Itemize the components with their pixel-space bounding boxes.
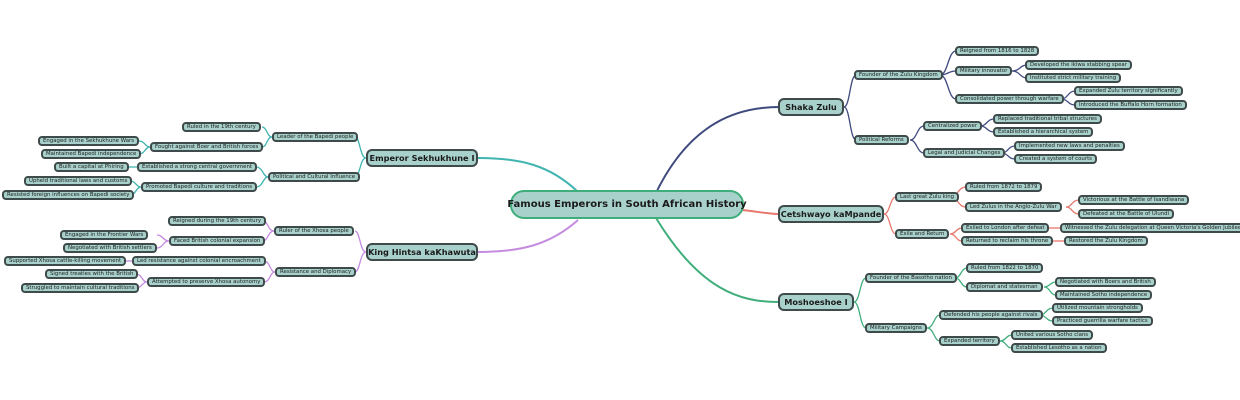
connector-line <box>926 327 941 342</box>
leaf-golden-jubilee[interactable]: Witnessed the Zulu delegation at Queen V… <box>1060 223 1240 233</box>
leaf-replaced-tribal[interactable]: Replaced traditional tribal structures <box>993 114 1102 124</box>
node-diplomat-statesman[interactable]: Diplomat and statesman <box>966 282 1043 292</box>
leaf-isandlwana[interactable]: Victorious at the Battle of Isandlwana <box>1078 195 1190 205</box>
node-political-cultural[interactable]: Political and Cultural Influence <box>268 172 361 182</box>
leaf-military-training[interactable]: Instituted strict military training <box>1025 73 1122 83</box>
leaf-frontier-wars[interactable]: Engaged in the Frontier Wars <box>60 230 149 240</box>
connector-line <box>949 233 963 242</box>
connector-line <box>263 271 276 283</box>
leaf-ruled-1872-1879[interactable]: Ruled from 1872 to 1879 <box>965 182 1043 192</box>
connector-line <box>156 240 170 249</box>
leaf-bapedi-independence[interactable]: Maintained Bapedi independence <box>41 149 142 159</box>
branch-sekhukhune[interactable]: Emperor Sekhukhune I <box>366 149 478 167</box>
node-colonial-encroachment[interactable]: Led resistance against colonial encroach… <box>132 256 266 266</box>
node-political-reforms[interactable]: Political Reforms <box>854 135 909 145</box>
node-legal-judicial[interactable]: Legal and Judicial Changes <box>923 148 1006 158</box>
leaf-courts[interactable]: Created a system of courts <box>1014 154 1097 164</box>
connector-line <box>883 196 897 215</box>
node-resistance-diplomacy[interactable]: Resistance and Diplomacy <box>275 267 357 277</box>
connector-line <box>255 166 269 178</box>
branch-hintsa[interactable]: King Hintsa kaKhawuta <box>366 243 478 261</box>
edge-root-sekhukhune <box>477 157 579 193</box>
leaf-cultural-traditions[interactable]: Struggled to maintain cultural tradition… <box>21 283 140 293</box>
leaf-restored-kingdom[interactable]: Restored the Zulu Kingdom <box>1064 236 1148 246</box>
leaf-sotho-independence[interactable]: Maintained Sotho independence <box>1055 290 1153 300</box>
branch-moshoeshoe[interactable]: Moshoeshoe I <box>778 293 854 311</box>
leaf-cattle-killing[interactable]: Supported Xhosa cattle-killing movement <box>4 256 127 266</box>
connector-line <box>883 213 897 235</box>
connector-line <box>1065 206 1080 215</box>
connector-line <box>255 176 269 188</box>
node-anglo-zulu-war[interactable]: Led Zulus in the Anglo-Zulu War <box>965 202 1062 212</box>
node-exiled-london[interactable]: Exiled to London after defeat <box>961 223 1050 233</box>
connector-line <box>843 74 857 108</box>
edge-root-hintsa <box>477 219 579 253</box>
node-expanded-territory[interactable]: Expanded territory <box>939 336 1000 346</box>
root-topic[interactable]: Famous Emperors in South African History <box>507 190 747 219</box>
connector-line <box>853 277 867 303</box>
branch-cetshwayo[interactable]: Cetshwayo kaMpande <box>778 205 884 223</box>
node-centralized-power[interactable]: Centralized power <box>923 121 983 131</box>
node-military-campaigns[interactable]: Military Campaigns <box>865 323 927 333</box>
node-xhosa-ruler[interactable]: Ruler of the Xhosa people <box>274 226 354 236</box>
edge-root-cetshwayo <box>741 209 779 215</box>
edge-root-shaka <box>653 106 781 198</box>
leaf-ulundi[interactable]: Defeated at the Battle of Ulundi <box>1078 209 1175 219</box>
leaf-sotho-clans[interactable]: United various Sotho clans <box>1011 330 1094 340</box>
leaf-reigned-1816-1828[interactable]: Reigned from 1816 to 1828 <box>955 46 1040 56</box>
node-colonial-expansion[interactable]: Faced British colonial expansion <box>169 236 266 246</box>
node-last-zulu-king[interactable]: Last great Zulu king <box>895 192 960 202</box>
leaf-negotiated-boers[interactable]: Negotiated with Boers and British <box>1055 277 1156 287</box>
leaf-19th-century-rule[interactable]: Ruled in the 19th century <box>182 122 261 132</box>
node-consolidated-power[interactable]: Consolidated power through warfare <box>955 94 1064 104</box>
node-military-innovator[interactable]: Military innovator <box>955 66 1013 76</box>
leaf-foreign-influences[interactable]: Resisted foreign influences on Bapedi so… <box>2 190 135 200</box>
connector-line <box>909 125 925 141</box>
branch-shaka-zulu[interactable]: Shaka Zulu <box>778 98 844 116</box>
connector-line <box>926 314 941 329</box>
connector-line <box>853 301 867 329</box>
connector-line <box>939 74 957 100</box>
connector-line <box>261 136 273 148</box>
leaf-guerrilla-tactics[interactable]: Practiced guerrilla warfare tactics <box>1052 316 1153 326</box>
connector-line <box>354 230 367 253</box>
connector-line <box>261 126 273 138</box>
node-exile-return[interactable]: Exile and Return <box>895 229 950 239</box>
leaf-new-laws[interactable]: Implemented new laws and penalties <box>1014 141 1125 151</box>
node-founder-zulu-kingdom[interactable]: Founder of the Zulu Kingdom <box>854 70 943 80</box>
node-defended-people[interactable]: Defended his people against rivals <box>939 310 1043 320</box>
connector-line <box>909 139 925 154</box>
leaf-sekhukhune-wars[interactable]: Engaged in the Sekhukhune Wars <box>38 136 140 146</box>
leaf-capital-phiring[interactable]: Built a capital at Phiring <box>54 162 129 172</box>
leaf-reigned-19th-century[interactable]: Reigned during the 19th century <box>168 216 267 226</box>
connector-line <box>979 118 995 127</box>
node-central-government[interactable]: Established a strong central government <box>137 162 258 172</box>
node-bapedi-leader[interactable]: Leader of the Bapedi people <box>272 132 359 142</box>
connector-line <box>1043 286 1057 296</box>
connector-line <box>843 106 857 141</box>
connector-line <box>979 125 995 133</box>
leaf-mountain-strongholds[interactable]: Utilized mountain strongholds <box>1052 303 1143 313</box>
node-fought-boer-british[interactable]: Fought against Boer and British forces <box>150 142 264 152</box>
connector-line <box>138 140 151 148</box>
edge-root-moshoeshoe <box>655 217 779 303</box>
leaf-buffalo-horn[interactable]: Introduced the Buffalo Horn formation <box>1074 100 1187 110</box>
node-bapedi-culture[interactable]: Promoted Bapedi culture and traditions <box>141 182 258 192</box>
leaf-iklwa-spear[interactable]: Developed the iklwa stabbing spear <box>1025 60 1132 70</box>
leaf-ruled-1822-1870[interactable]: Ruled from 1822 to 1870 <box>966 263 1044 273</box>
connector-line <box>999 340 1013 349</box>
node-xhosa-autonomy[interactable]: Attempted to preserve Xhosa autonomy <box>147 277 266 287</box>
connector-line <box>156 234 170 242</box>
leaf-signed-treaties[interactable]: Signed treaties with the British <box>45 269 139 279</box>
leaf-lesotho-nation[interactable]: Established Lesotho as a nation <box>1011 343 1107 353</box>
node-founder-basotho[interactable]: Founder of the Basotho nation <box>865 273 957 283</box>
leaf-british-settlers[interactable]: Negotiated with British settlers <box>63 243 157 253</box>
connector-line <box>354 251 367 273</box>
node-returned-throne[interactable]: Returned to reclaim his throne <box>961 236 1054 246</box>
leaf-laws-customs[interactable]: Upheld traditional laws and customs <box>24 176 133 186</box>
leaf-expanded-territory[interactable]: Expanded Zulu territory significantly <box>1074 86 1183 96</box>
leaf-hierarchical-system[interactable]: Established a hierarchical system <box>993 127 1094 137</box>
